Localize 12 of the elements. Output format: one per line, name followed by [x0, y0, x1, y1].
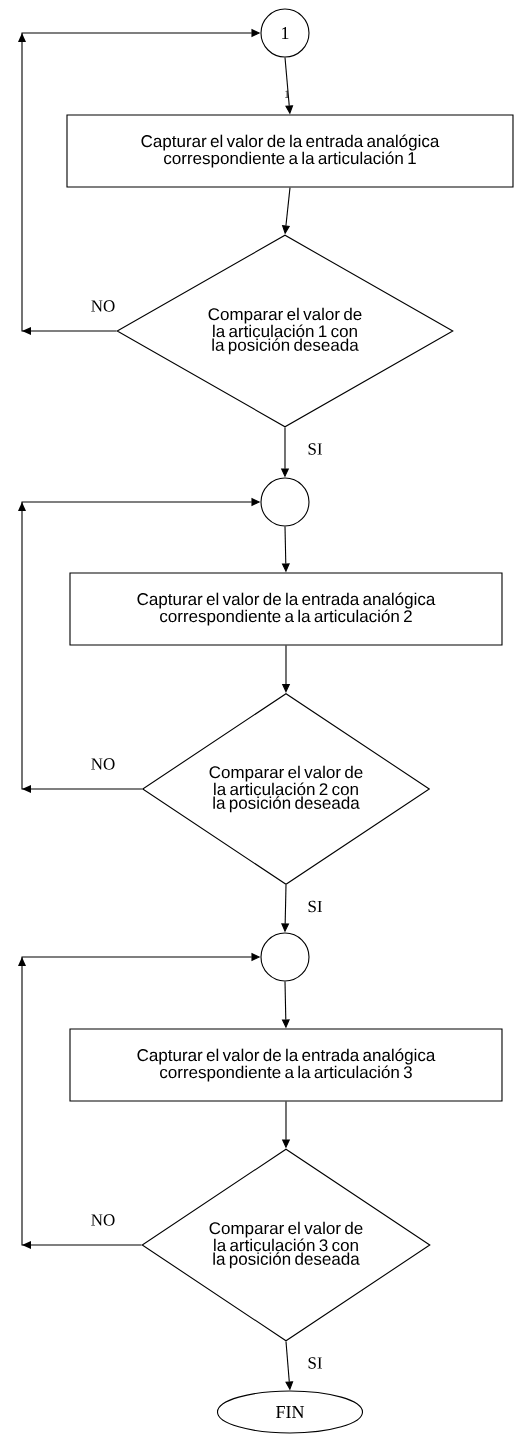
terminal-oval: FIN — [216, 1390, 364, 1434]
edge-label: NO — [89, 299, 117, 313]
connector-circle — [260, 932, 310, 982]
connector-circle — [260, 477, 310, 527]
process-box: Capturar el valor de la entrada analógica correspondiente a la articulación 2 — [69, 572, 503, 646]
edge-label: NO — [89, 1213, 117, 1227]
edge-label: SI — [306, 442, 324, 456]
process-box: Capturar el valor de la entrada analógica correspondiente a la articulación 1 — [66, 114, 514, 188]
process-box: Capturar el valor de la entrada analógica correspondiente a la articulación 3 — [69, 1028, 503, 1102]
edge-label: SI — [306, 899, 324, 914]
edge-label: SI — [306, 1356, 324, 1370]
edge-label: NO — [89, 757, 117, 771]
